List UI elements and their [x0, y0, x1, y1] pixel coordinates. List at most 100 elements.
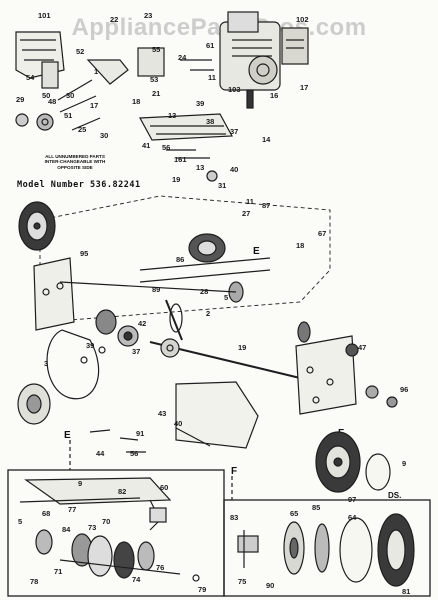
callout: 67 — [318, 229, 326, 238]
callout: 87 — [262, 201, 270, 210]
callout: 13 — [168, 111, 176, 120]
callout: 27 — [242, 209, 250, 218]
section-label-f-inset: F — [231, 466, 238, 477]
inset-f-drawing — [237, 513, 415, 587]
callout: 48 — [48, 97, 56, 106]
callout: 82 — [118, 487, 126, 496]
callout: 76 — [156, 563, 164, 572]
callout: 78 — [30, 577, 38, 586]
callout: 29 — [16, 95, 24, 104]
inset-e-drawing — [19, 477, 200, 582]
callout: 70 — [102, 517, 110, 526]
callout: 55 — [152, 45, 160, 54]
callout: 50 — [42, 91, 50, 100]
callout: 19 — [172, 175, 180, 184]
callout: 47 — [358, 343, 366, 352]
engine-drawing — [219, 11, 309, 109]
callout: 21 — [152, 89, 160, 98]
callout: 30 — [66, 91, 74, 100]
callout: 97 — [348, 495, 356, 504]
callout: 90 — [266, 581, 274, 590]
callout: 41 — [142, 141, 150, 150]
callout: 56 — [162, 143, 170, 152]
callout: 65 — [290, 509, 298, 518]
callout: 28 — [200, 287, 208, 296]
callout: 102 — [296, 15, 309, 24]
right-wheel-drawing — [315, 431, 391, 493]
callout: 95 — [80, 249, 88, 258]
callout: 85 — [312, 503, 320, 512]
callout: 77 — [68, 505, 76, 514]
upper-left-housing — [15, 31, 214, 131]
gear-assembly — [59, 233, 271, 303]
callout: 71 — [54, 567, 62, 576]
callout: 79 — [198, 585, 206, 594]
callout: 11 — [246, 197, 254, 206]
callout: 13 — [196, 163, 204, 172]
callout: 40 — [174, 419, 182, 428]
callout: 103 — [228, 85, 241, 94]
callout: 2 — [206, 309, 210, 318]
left-wheel-drawing — [18, 201, 56, 251]
interchangeable-note: ALL UNNUMBERED PARTS INTER-CHANGEABLE WI… — [44, 154, 106, 170]
callout: 64 — [348, 513, 357, 522]
model-number-label: Model Number 536.82241 — [17, 180, 141, 190]
callout: 37 — [132, 347, 140, 356]
callout: 161 — [174, 155, 187, 164]
callout: 101 — [38, 11, 51, 20]
frame-plate — [139, 113, 233, 182]
callout: 86 — [176, 255, 184, 264]
callout: 75 — [238, 577, 246, 586]
callout: 25 — [78, 125, 86, 134]
callout: 51 — [64, 111, 72, 120]
callout: 60 — [160, 483, 168, 492]
section-label-e-inset: E — [64, 430, 71, 441]
callout: 44 — [96, 449, 105, 458]
pulley-left — [17, 383, 51, 425]
callout: 18 — [132, 97, 140, 106]
belt-pulleys — [46, 299, 183, 400]
callout: 39 — [86, 341, 94, 350]
callout: 18 — [296, 241, 304, 250]
right-side-plate — [295, 321, 398, 415]
section-label-e-main: E — [253, 246, 260, 257]
callout: 40 — [230, 165, 238, 174]
ds-label: DS. — [388, 491, 402, 500]
callout: 37 — [230, 127, 238, 136]
callout: 83 — [230, 513, 238, 522]
inset-f-box — [223, 499, 431, 597]
callout: 91 — [136, 429, 144, 438]
callout: 5 — [18, 517, 22, 526]
callout: 96 — [400, 385, 408, 394]
callout: 16 — [270, 91, 278, 100]
callout: 56 — [130, 449, 138, 458]
callout: 1 — [94, 67, 98, 76]
callout: 14 — [262, 135, 271, 144]
callout: 61 — [206, 41, 214, 50]
callout: 24 — [178, 53, 187, 62]
callout: 52 — [76, 47, 84, 56]
callout: 31 — [218, 181, 226, 190]
callout: 9 — [78, 479, 82, 488]
callout: 54 — [26, 73, 35, 82]
callout: 17 — [90, 101, 98, 110]
callout: 3 — [44, 359, 48, 368]
callout: 9 — [402, 459, 406, 468]
callout: 39 — [196, 99, 204, 108]
callout: 17 — [300, 83, 308, 92]
callout: 43 — [158, 409, 166, 418]
callout: 23 — [144, 11, 152, 20]
callout: 84 — [62, 525, 71, 534]
callout: 30 — [100, 131, 108, 140]
callout: 53 — [150, 75, 158, 84]
callout: 42 — [138, 319, 146, 328]
callout: 68 — [42, 509, 50, 518]
callout: 22 — [110, 15, 118, 24]
callout: 74 — [132, 575, 141, 584]
callout: 38 — [206, 117, 214, 126]
callout: 81 — [402, 587, 410, 596]
callout: 5 — [224, 293, 228, 302]
callout: 89 — [152, 285, 160, 294]
